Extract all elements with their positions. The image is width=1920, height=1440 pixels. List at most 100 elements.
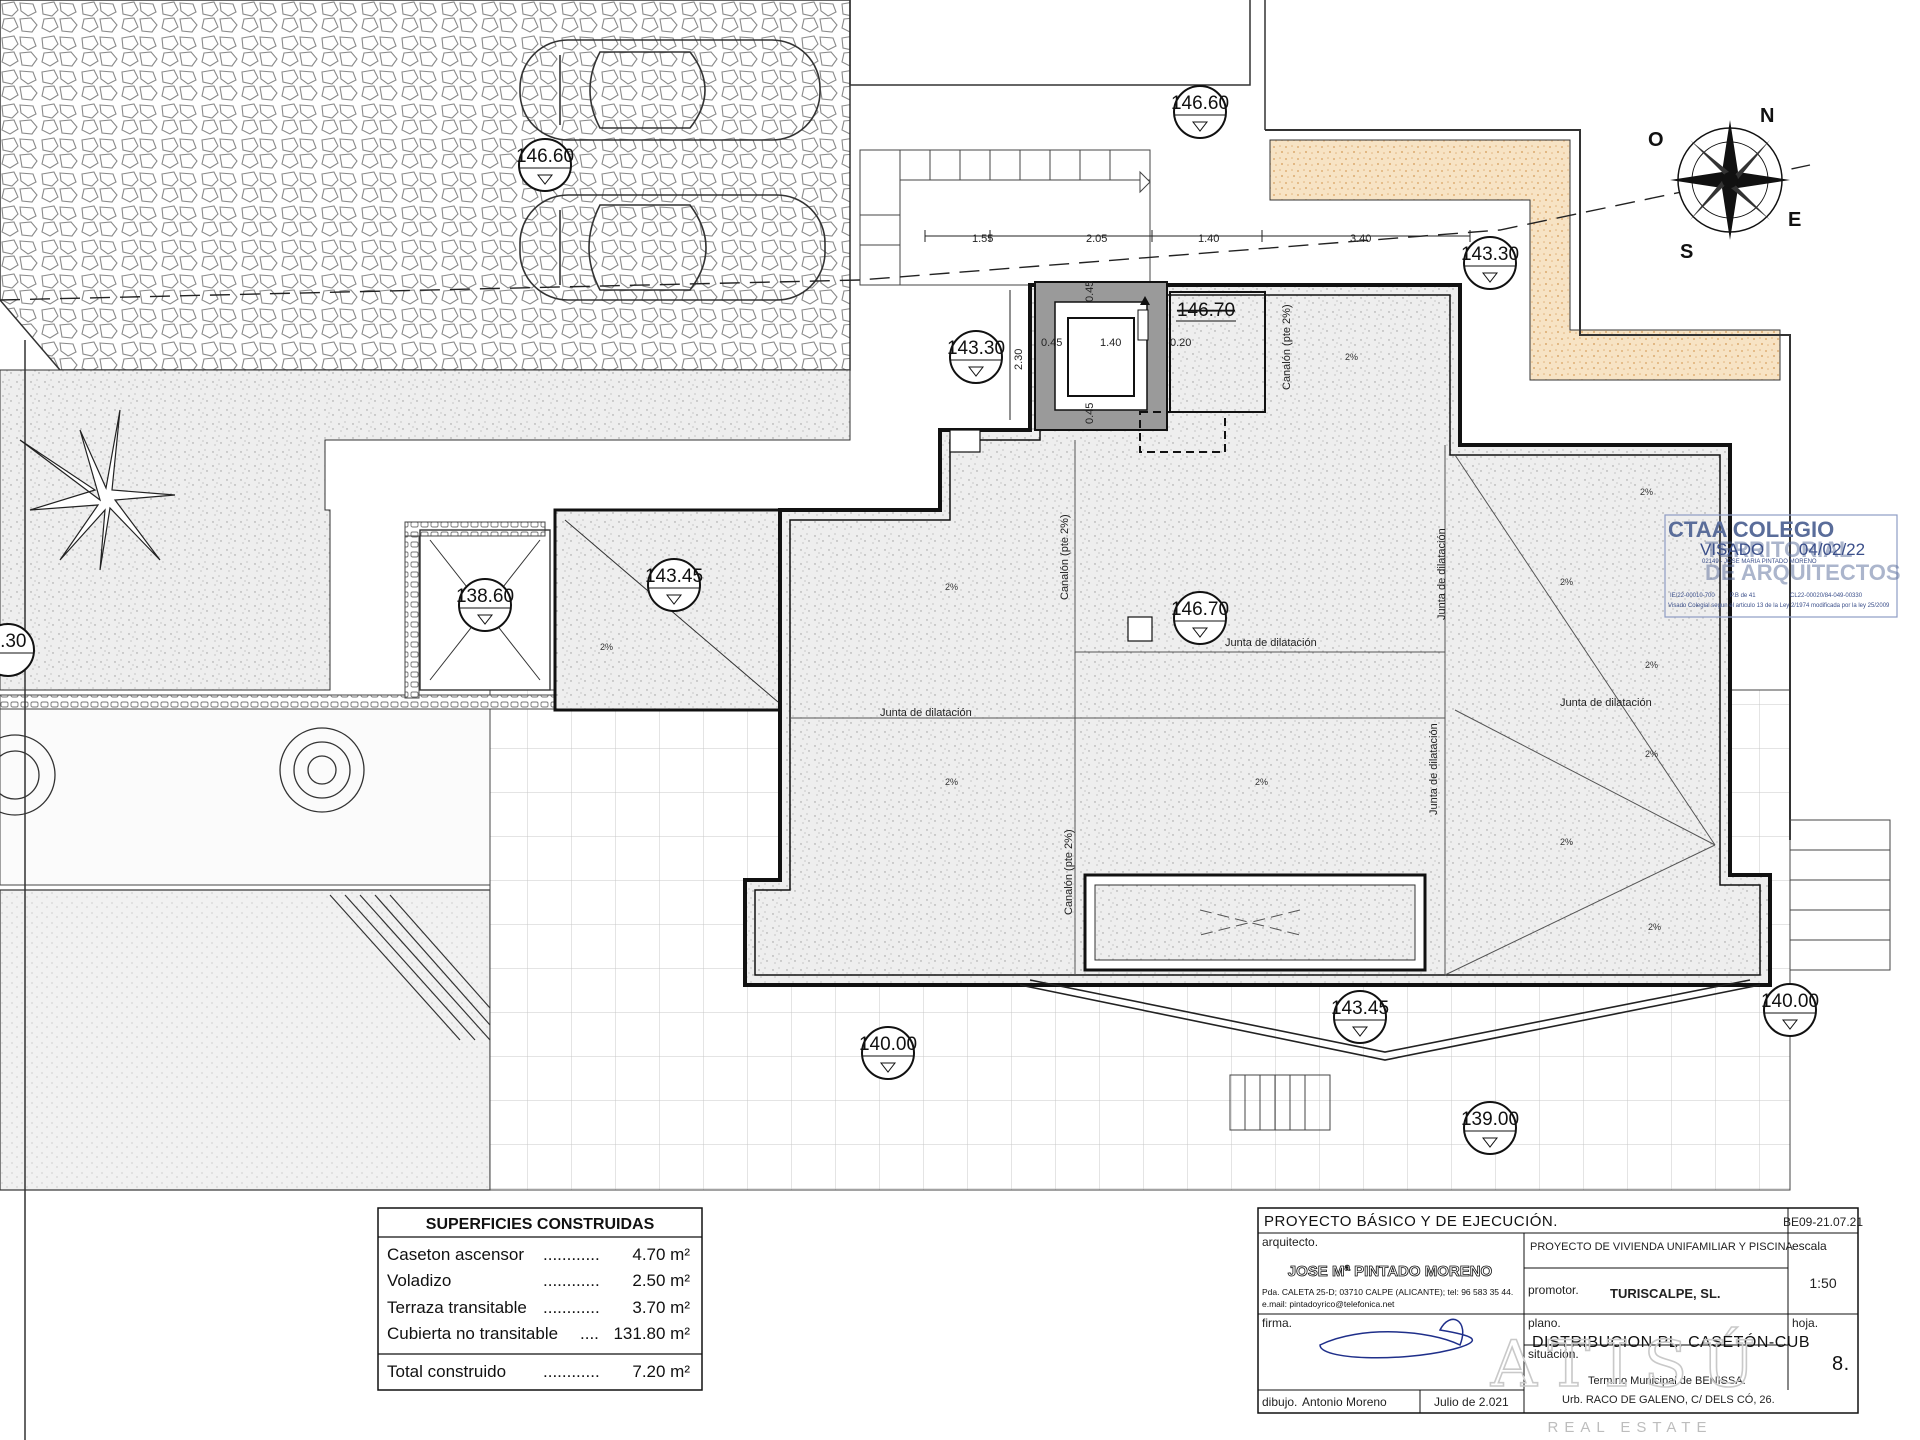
level-marker: 146.70 [1176, 300, 1236, 322]
escala-value: 1:50 [1809, 1275, 1836, 1291]
escala-label: escala [1792, 1239, 1827, 1253]
svg-text:143.45: 143.45 [645, 566, 703, 587]
level-marker: 146.60 [1171, 85, 1229, 139]
lower-stairs [1229, 1074, 1331, 1131]
slope-label: 2% [945, 777, 958, 787]
gravel-garden-strip [0, 369, 851, 691]
svg-text:Cubierta no transitable: Cubierta no transitable [387, 1324, 558, 1343]
paved-driveway [0, 0, 851, 371]
compass-e-label: E [1788, 209, 1801, 231]
level-marker: 146.70 [1171, 591, 1229, 645]
dimension-value: 2.05 [1086, 233, 1107, 245]
gutter-label: Canalón (pte 2%) [1281, 304, 1293, 390]
dimension-value: 0.45 [1041, 337, 1062, 349]
svg-text:3.30: 3.30 [0, 631, 26, 652]
surfaces-table: SUPERFICIES CONSTRUIDAS Caseton ascensor… [377, 1207, 703, 1391]
svg-text:Caseton ascensor: Caseton ascensor [387, 1245, 524, 1264]
level-marker: 143.30 [947, 330, 1005, 384]
svg-text:............: ............ [543, 1362, 600, 1381]
level-marker: 143.45 [1331, 990, 1389, 1044]
firma-label: firma. [1262, 1316, 1292, 1330]
svg-text:7.20 m²: 7.20 m² [632, 1362, 690, 1381]
hatch-icon [1127, 616, 1153, 642]
svg-text:CL22-00020/84-049-00330: CL22-00020/84-049-00330 [1790, 593, 1863, 599]
svg-text:....: .... [580, 1324, 599, 1343]
dimension-value: 1.55 [972, 233, 993, 245]
svg-text:04/02/22: 04/02/22 [1799, 540, 1865, 559]
dimension-value: 2.30 [1013, 349, 1025, 370]
dimension-value: 0.45 [1084, 403, 1096, 424]
svg-text:DE ARQUITECTOS: DE ARQUITECTOS [1705, 560, 1901, 585]
garden-lawn [0, 699, 491, 886]
slope-label: 2% [600, 642, 613, 652]
svg-text:TERRITORIAL: TERRITORIAL [1705, 537, 1852, 562]
slope-label: 2% [945, 582, 958, 592]
plano-value: DISTRIBUCION PL. CASETÓN-CUB [1532, 1332, 1810, 1351]
svg-text:Voladizo: Voladizo [387, 1271, 451, 1290]
dilatation-joint-label: Junta de dilatación [880, 707, 972, 719]
svg-text:............: ............ [543, 1271, 600, 1290]
slope-label: 2% [1645, 660, 1658, 670]
svg-text:02149 - JOSE MARIA PINTADO MOR: 02149 - JOSE MARIA PINTADO MORENO [1702, 559, 1817, 565]
signature [1319, 1318, 1474, 1359]
slope-label: 2% [1560, 837, 1573, 847]
hoja-label: hoja. [1792, 1316, 1818, 1330]
level-marker: 139.00 [1461, 1101, 1519, 1155]
compass-s-label: S [1680, 241, 1693, 263]
level-marker: 140.00 [859, 1026, 917, 1080]
svg-text:Terraza transitable: Terraza transitable [387, 1298, 527, 1317]
dimension-value: 0.45 [1084, 281, 1096, 302]
terrace-ramp [1019, 979, 1761, 1061]
sand-area [1269, 139, 1781, 381]
arquitecto-label: arquitecto. [1262, 1235, 1318, 1249]
slope-label: 2% [1255, 777, 1268, 787]
hatch-icon [949, 429, 981, 453]
car [519, 39, 826, 301]
svg-text:CTAA COLEGIO: CTAA COLEGIO [1668, 517, 1834, 542]
slope-label: 2% [1560, 577, 1573, 587]
pool-water [0, 889, 491, 1191]
elevator-annex [1139, 291, 1266, 453]
main-roof [743, 283, 1772, 987]
svg-text:146.60: 146.60 [1171, 93, 1229, 114]
elevator-shaft [1034, 281, 1168, 431]
visado-stamp: CTAA COLEGIO TERRITORIAL DE ARQUITECTOS … [1664, 514, 1901, 618]
stone-wall [404, 521, 420, 699]
situacion-line1: Termino Municipal de BENISSA. [1588, 1375, 1746, 1387]
sheet-ref: BE09-21.07.21 [1783, 1215, 1863, 1229]
dimension-value: 1.40 [1198, 233, 1219, 245]
level-marker: 143.45 [645, 558, 703, 612]
compass-o-label: O [1648, 129, 1664, 151]
svg-text:IE/22-00010-700: IE/22-00010-700 [1670, 593, 1715, 599]
side-stairs [1789, 819, 1891, 971]
hoja-value: 8. [1832, 1353, 1850, 1375]
situacion-label: situación. [1528, 1347, 1579, 1361]
pool-steps [329, 894, 491, 1041]
svg-text:............: ............ [543, 1298, 600, 1317]
svg-text:............: ............ [543, 1245, 600, 1264]
promotor-label: promotor. [1528, 1283, 1579, 1297]
slope-label: 2% [1345, 352, 1358, 362]
level-marker: 3.30 [0, 623, 35, 677]
section-cut-line [0, 164, 1811, 301]
dibujo-value: Antonio Moreno [1302, 1395, 1387, 1409]
svg-text:138.60: 138.60 [456, 586, 514, 607]
svg-text:143.30: 143.30 [1461, 244, 1519, 265]
level-marker: 138.60 [456, 578, 514, 632]
fecha-value: Julio de 2.021 [1434, 1395, 1509, 1409]
slope-label: 2% [1648, 922, 1661, 932]
arquitecto-name: JOSE Mª PINTADO MORENO [1288, 1263, 1493, 1280]
dilatation-joint-label: Junta de dilatación [1428, 723, 1440, 815]
svg-text:SUPERFICIES CONSTRUIDAS: SUPERFICIES CONSTRUIDAS [426, 1216, 655, 1233]
project-header: PROYECTO BÁSICO Y DE EJECUCIÓN. [1264, 1213, 1558, 1230]
svg-text:143.45: 143.45 [1331, 998, 1389, 1019]
dilatation-joint-label: Junta de dilatación [1225, 637, 1317, 649]
title-block: PROYECTO BÁSICO Y DE EJECUCIÓN. BE09-21.… [1257, 1207, 1863, 1414]
palm-tree [19, 409, 176, 571]
plano-label: plano. [1528, 1316, 1561, 1330]
svg-text:Total construido: Total construido [387, 1362, 506, 1381]
gutter-label: Canalón (pte 2%) [1059, 514, 1071, 600]
dimension-line [924, 230, 1471, 420]
svg-text:4.70 m²: 4.70 m² [632, 1245, 690, 1264]
boundary-line [1265, 129, 1791, 840]
